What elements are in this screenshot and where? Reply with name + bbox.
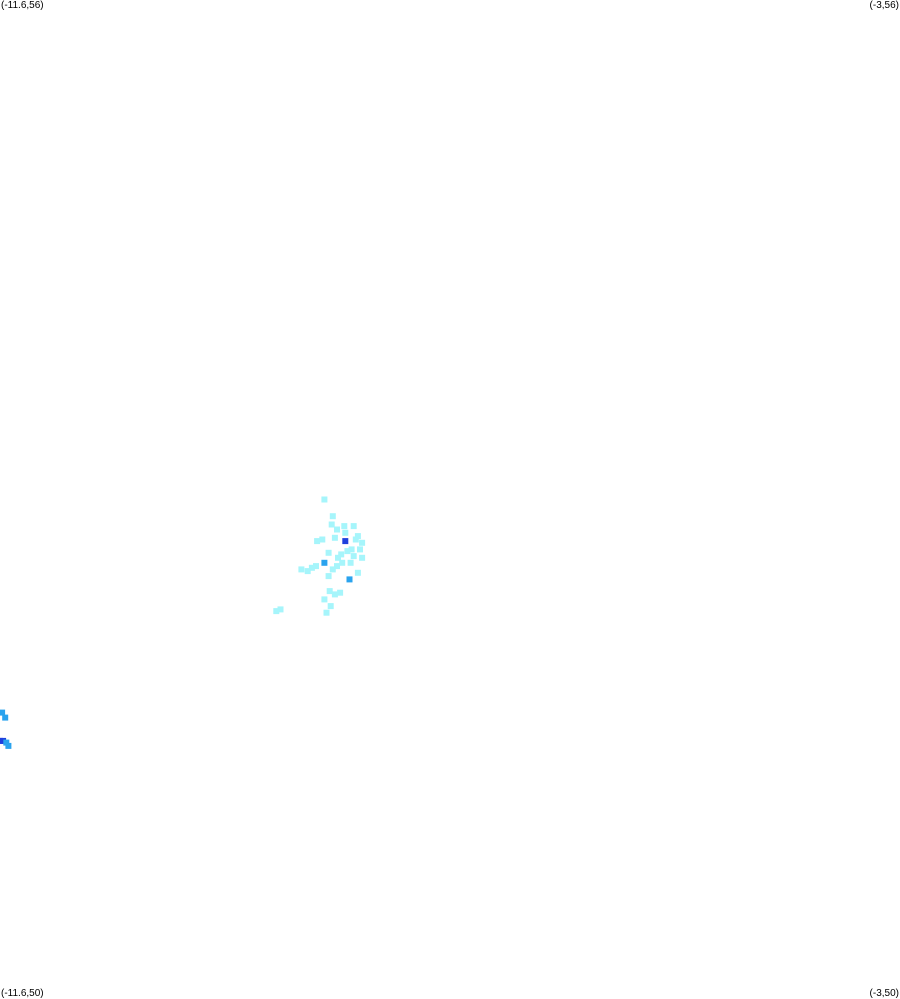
data-point — [298, 566, 305, 573]
data-point — [328, 521, 335, 528]
data-point — [2, 714, 9, 721]
data-point — [350, 553, 357, 560]
data-point — [313, 563, 319, 570]
data-point — [0, 737, 7, 744]
data-point — [321, 559, 328, 566]
data-point — [359, 539, 366, 546]
data-point — [304, 568, 311, 575]
data-point — [348, 546, 355, 553]
data-point — [331, 534, 338, 541]
data-point — [321, 596, 328, 603]
data-point — [359, 554, 366, 561]
data-point — [321, 496, 328, 503]
data-point — [273, 608, 280, 615]
data-point — [346, 576, 353, 583]
data-point — [314, 538, 321, 545]
data-point — [334, 526, 340, 533]
data-point — [329, 566, 336, 573]
data-point — [331, 591, 338, 598]
data-point — [308, 564, 315, 571]
corner-label-bottom-left: (-11.6,50) — [1, 988, 44, 999]
data-point — [339, 559, 346, 566]
data-point — [338, 551, 345, 558]
data-point — [341, 523, 348, 530]
data-point — [342, 538, 349, 545]
data-point — [326, 588, 333, 595]
data-point — [335, 554, 341, 561]
data-point — [352, 536, 359, 543]
data-point — [357, 546, 363, 553]
data-point — [319, 536, 326, 543]
data-point — [277, 606, 284, 613]
data-point — [5, 742, 12, 749]
data-point — [354, 569, 361, 576]
data-point — [337, 589, 344, 596]
corner-label-top-right: (-3,56) — [869, 0, 899, 11]
data-point — [3, 739, 10, 746]
data-point — [325, 549, 332, 556]
data-point — [350, 523, 357, 530]
data-point — [347, 559, 354, 566]
data-point — [354, 533, 361, 540]
corner-label-bottom-right: (-3,50) — [869, 988, 899, 999]
data-point — [323, 609, 330, 616]
data-point — [344, 548, 351, 555]
data-point — [0, 709, 6, 716]
corner-label-top-left: (-11.6,56) — [1, 0, 44, 11]
data-point — [329, 513, 336, 520]
data-point — [334, 563, 340, 570]
data-point — [342, 529, 349, 536]
data-point — [325, 573, 332, 580]
data-point — [327, 603, 334, 610]
